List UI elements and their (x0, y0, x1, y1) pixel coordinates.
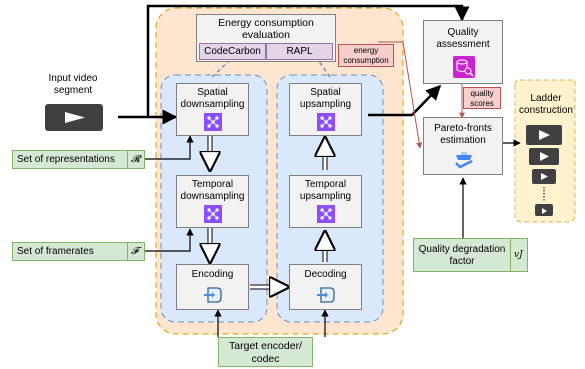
ladder-title: Ladder construction (518, 93, 574, 117)
encoder-line2: codec (251, 353, 280, 365)
quality-note-line2: scores (470, 99, 494, 108)
ladder-line2: construction (519, 105, 573, 116)
ladder-line1: Ladder (530, 93, 562, 104)
quality-degradation-factor: Quality degradation factor 𝑣𝐽 (413, 238, 528, 272)
rapl-tool: RAPL (266, 43, 333, 60)
quality-line1: Quality (447, 27, 479, 38)
energy-note-line1: energy (353, 46, 379, 55)
representations-label: Set of representations (17, 154, 115, 165)
degradation-line1: Quality degradation (418, 244, 506, 255)
pareto-line2: estimation (440, 135, 486, 146)
optimization-icon (455, 152, 473, 169)
database-search-icon (453, 56, 475, 78)
set-of-representations: Set of representations 𝓡 (12, 150, 145, 169)
spatial-down-line1: Spatial (197, 87, 228, 98)
ml-model-icon (204, 205, 222, 223)
input-label-line2: segment (53, 85, 93, 96)
ladder-rung-3-icon (532, 169, 556, 184)
temporal-up-line2: upsampling (299, 191, 352, 202)
quality-note-line1: quality (470, 89, 494, 98)
decoding-block: Decoding (289, 264, 362, 310)
pareto-fronts-box: Pareto-fronts estimation (423, 117, 503, 175)
set-of-framerates: Set of framerates 𝓕 (12, 242, 145, 261)
ml-model-icon (204, 113, 222, 131)
encoder-line1: Target encoder/ (229, 340, 302, 352)
temporal-down-line2: downsampling (180, 191, 245, 202)
spatial-upsampling-block: Spatial upsampling (289, 83, 362, 136)
spatial-down-line2: downsampling (180, 99, 245, 110)
quality-assessment-box: Quality assessment (423, 20, 503, 84)
target-encoder-codec: Target encoder/ codec (218, 337, 313, 367)
pareto-line1: Pareto-fronts (434, 123, 492, 134)
energy-title-line1: Energy consumption (218, 17, 314, 29)
spatial-downsampling-block: Spatial downsampling (176, 83, 249, 136)
encoding-block: Encoding (176, 264, 249, 310)
degradation-line2: factor (449, 256, 475, 267)
input-label-line1: Input video (48, 73, 98, 84)
spatial-up-line2: upsampling (299, 99, 352, 110)
codec-icon (204, 287, 222, 303)
temporal-up-line1: Temporal (304, 179, 347, 190)
codecarbon-tool: CodeCarbon (199, 43, 266, 60)
ladder-ellipsis-icon (543, 187, 545, 201)
quality-scores-note: quality scores (463, 87, 501, 109)
energy-evaluation-box: Energy consumption evaluation CodeCarbon… (196, 14, 336, 62)
temporal-upsampling-block: Temporal upsampling (289, 175, 362, 228)
ladder-rung-4-icon (535, 204, 553, 216)
encoding-label: Encoding (191, 269, 234, 280)
degradation-symbol: 𝑣𝐽 (514, 250, 523, 260)
framerates-label: Set of framerates (17, 246, 94, 257)
decoding-label: Decoding (304, 269, 347, 280)
codec-icon (317, 287, 335, 303)
temporal-downsampling-block: Temporal downsampling (176, 175, 249, 228)
energy-consumption-note: energy consumption (338, 44, 394, 67)
ladder-rung-1-icon (526, 125, 562, 145)
video-segment-icon (45, 104, 103, 131)
representations-symbol: 𝓡 (131, 154, 141, 165)
energy-note-line2: consumption (343, 56, 389, 65)
spatial-up-line1: Spatial (310, 87, 341, 98)
input-label: Input video segment (38, 73, 108, 97)
framerates-symbol: 𝓕 (131, 246, 139, 257)
temporal-down-line1: Temporal (191, 179, 234, 190)
ml-model-icon (317, 205, 335, 223)
ml-model-icon (317, 113, 335, 131)
quality-line2: assessment (436, 39, 490, 50)
ladder-rung-2-icon (529, 148, 559, 165)
energy-title-line2: evaluation (242, 29, 290, 41)
